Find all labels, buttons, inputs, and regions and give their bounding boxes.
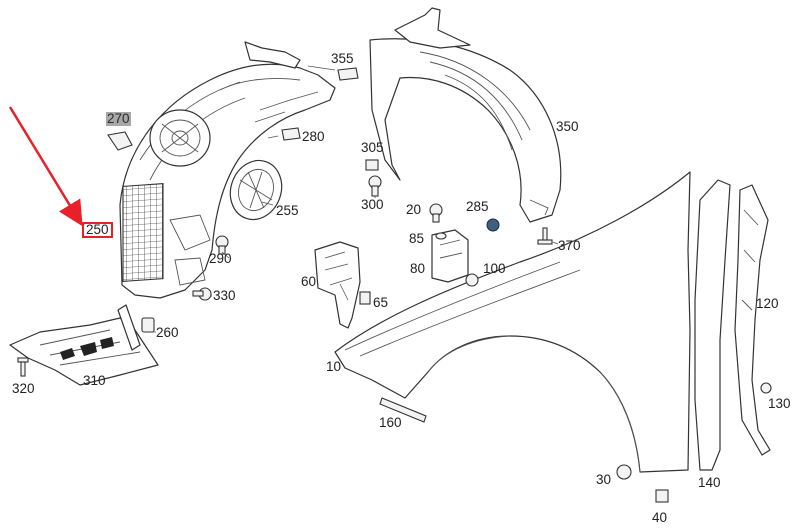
screw-370[interactable] bbox=[537, 227, 553, 245]
part-label-350[interactable]: 350 bbox=[556, 119, 579, 134]
part-label-290[interactable]: 290 bbox=[209, 251, 232, 266]
part-label-370[interactable]: 370 bbox=[558, 238, 581, 253]
fastener-270[interactable] bbox=[107, 131, 133, 151]
screw-330[interactable] bbox=[192, 287, 212, 301]
part-label-20[interactable]: 20 bbox=[406, 202, 422, 217]
part-label-10[interactable]: 10 bbox=[326, 359, 342, 374]
wheel-arch-cover-255[interactable] bbox=[222, 153, 290, 226]
part-label-280[interactable]: 280 bbox=[302, 129, 325, 144]
lower-splash-shield-310[interactable] bbox=[9, 304, 159, 386]
part-label-120[interactable]: 120 bbox=[756, 296, 779, 311]
clip-290[interactable] bbox=[215, 235, 229, 255]
part-label-330[interactable]: 330 bbox=[213, 288, 236, 303]
highlight-arrow bbox=[8, 106, 83, 227]
part-label-320[interactable]: 320 bbox=[12, 381, 35, 396]
fender-support-120[interactable] bbox=[734, 184, 771, 456]
trim-strip-160[interactable] bbox=[379, 397, 427, 423]
part-label-305[interactable]: 305 bbox=[361, 140, 384, 155]
clip-130[interactable] bbox=[760, 382, 772, 394]
part-label-255[interactable]: 255 bbox=[276, 203, 299, 218]
part-label-40[interactable]: 40 bbox=[652, 510, 668, 525]
part-label-65[interactable]: 65 bbox=[373, 295, 389, 310]
part-label-300[interactable]: 300 bbox=[361, 197, 384, 212]
part-label-30[interactable]: 30 bbox=[596, 472, 612, 487]
part-label-285[interactable]: 285 bbox=[466, 199, 489, 214]
clip-280[interactable] bbox=[281, 127, 301, 141]
clip-305[interactable] bbox=[365, 159, 379, 171]
rear-wheel-arch-liner[interactable] bbox=[369, 7, 562, 223]
part-label-100[interactable]: 100 bbox=[483, 261, 506, 276]
part-label-260[interactable]: 260 bbox=[156, 325, 179, 340]
screw-300[interactable] bbox=[368, 175, 382, 197]
part-label-80[interactable]: 80 bbox=[410, 261, 426, 276]
part-label-140[interactable]: 140 bbox=[698, 475, 721, 490]
part-label-310[interactable]: 310 bbox=[83, 373, 106, 388]
bracket-60[interactable] bbox=[314, 241, 361, 329]
part-label-130[interactable]: 130 bbox=[768, 396, 791, 411]
clip-65[interactable] bbox=[359, 291, 371, 305]
part-label-355[interactable]: 355 bbox=[331, 51, 354, 66]
clip-30[interactable] bbox=[616, 464, 632, 480]
screw-320[interactable] bbox=[17, 357, 29, 377]
part-label-160[interactable]: 160 bbox=[379, 415, 402, 430]
clip-260[interactable] bbox=[141, 317, 155, 333]
nut-100[interactable] bbox=[465, 273, 479, 287]
screw-20[interactable] bbox=[429, 203, 443, 223]
clip-285[interactable] bbox=[486, 218, 500, 232]
part-label-85[interactable]: 85 bbox=[409, 231, 425, 246]
nut-355[interactable] bbox=[337, 67, 359, 81]
liner-access-cover bbox=[149, 109, 211, 167]
part-label-250[interactable]: 250 bbox=[82, 222, 113, 238]
leader-lines bbox=[152, 65, 559, 333]
washer-85[interactable] bbox=[435, 232, 447, 240]
part-label-270[interactable]: 270 bbox=[106, 111, 131, 126]
part-label-60[interactable]: 60 bbox=[301, 274, 317, 289]
fender-trim-140[interactable] bbox=[694, 179, 731, 471]
clip-40[interactable] bbox=[655, 489, 669, 503]
